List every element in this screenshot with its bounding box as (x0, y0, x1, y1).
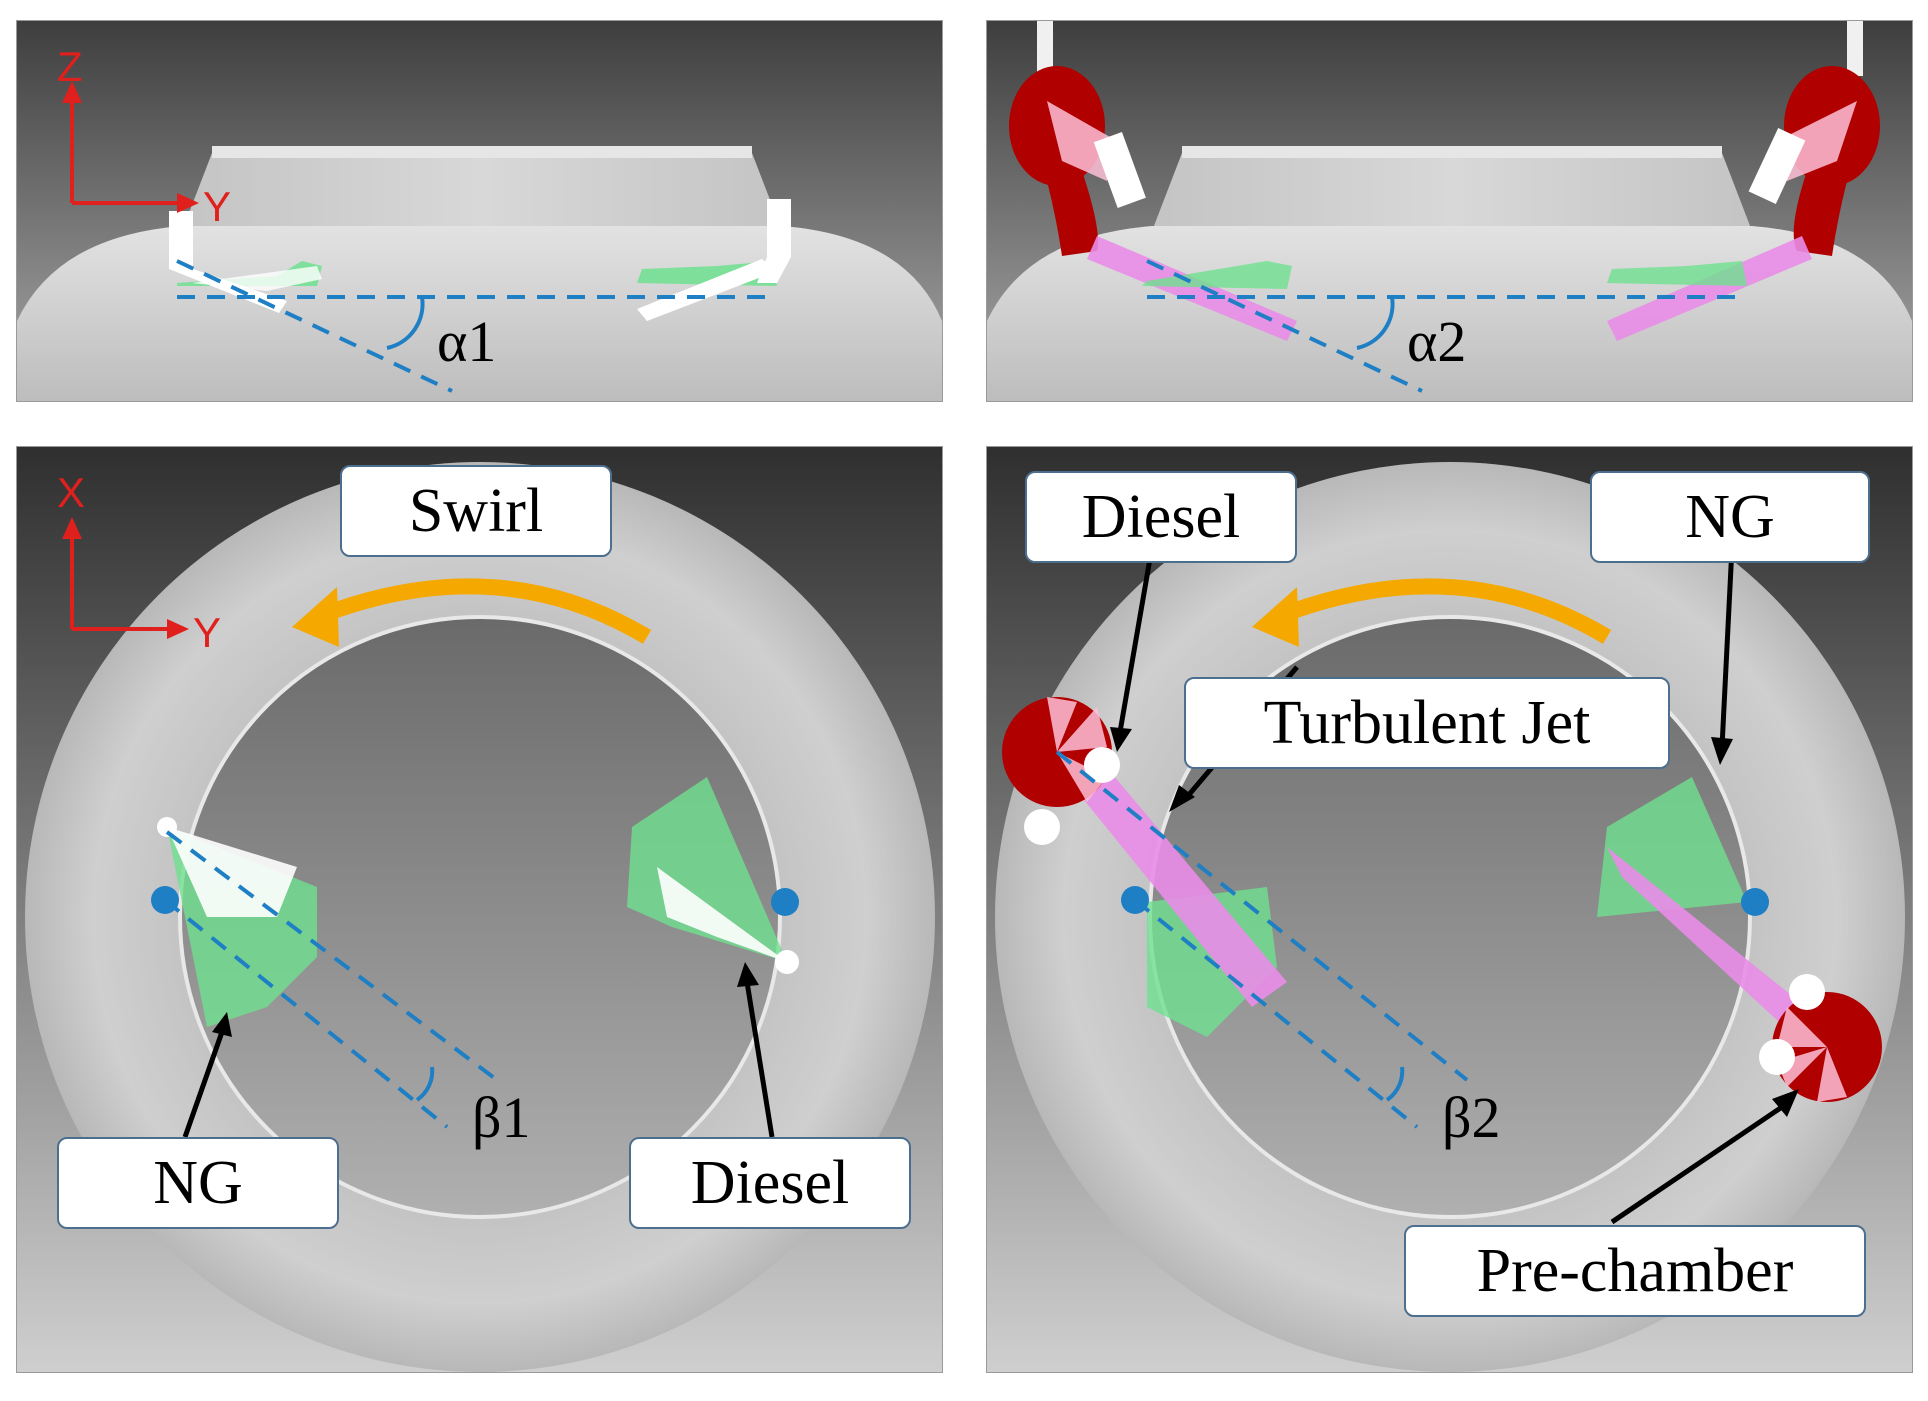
swirl-arrowhead (292, 587, 339, 647)
prechamber-callout: Pre-chamber (1404, 1225, 1866, 1317)
top-view-panel-diesel-ng: β1 X Y Swirl NG Diesel (16, 446, 943, 1373)
diesel-callout: Diesel (629, 1137, 911, 1229)
spray-axis-line (176, 259, 453, 393)
ng-callout: NG (57, 1137, 339, 1229)
ng-spray-left (151, 817, 317, 1027)
ng-pointer-line (182, 1031, 225, 1138)
axis-label-vertical: Z (57, 43, 83, 90)
spray-axis-line (165, 830, 499, 1082)
angle-arc (1356, 296, 1395, 350)
side-view-prechamber-graphic: α2 (987, 21, 1912, 401)
swirl-arrow (314, 578, 652, 644)
angle-arc (386, 296, 425, 350)
prechamber-pointer-line (1610, 1104, 1784, 1225)
axis-label-horizontal: Y (193, 609, 221, 656)
ng-spray-left (169, 211, 322, 313)
top-view-diesel-ng-graphic: β1 X Y (17, 447, 942, 1372)
prechamber-right (1759, 974, 1882, 1102)
ng-pointer-line (1719, 546, 1735, 748)
angle-label: β2 (1442, 1085, 1501, 1150)
swirl-callout: Swirl (340, 465, 612, 557)
prechamber-left (1009, 21, 1297, 341)
diesel-spray-right (627, 777, 799, 974)
side-view-diesel-ng-graphic: α1 Z Y (17, 21, 942, 401)
turbulent-jet-callout: Turbulent Jet (1184, 677, 1670, 769)
jet-axis-line (1146, 259, 1423, 393)
jet-axis-line (1055, 750, 1469, 1082)
axis-label-vertical: X (57, 469, 85, 516)
top-view-panel-prechamber: β2 Diesel NG Turbulent Jet Pre-chamber (986, 446, 1913, 1373)
prechamber-right (1607, 21, 1880, 341)
angle-arc (1385, 1066, 1405, 1102)
side-view-panel-diesel-ng: α1 Z Y (16, 20, 943, 402)
reference-line (163, 898, 449, 1129)
angle-label: β1 (472, 1085, 531, 1150)
coordinate-axes: Z Y (57, 43, 231, 230)
side-view-panel-prechamber: α2 (986, 20, 1913, 402)
diesel-pointer-line (1117, 546, 1155, 733)
turbulent-jet-right (1607, 847, 1837, 1057)
angle-label: α2 (1407, 309, 1466, 374)
diesel-spray-right (637, 199, 791, 321)
angle-label: α1 (437, 309, 496, 374)
swirl-arrow (1274, 578, 1612, 644)
swirl-arrowhead (1252, 587, 1299, 647)
reference-line (1133, 898, 1419, 1129)
angle-arc (415, 1066, 435, 1102)
ng-callout: NG (1590, 471, 1870, 563)
coordinate-axes: X Y (57, 469, 221, 656)
turbulent-jet-left (1037, 732, 1287, 1007)
diesel-pointer-line (744, 981, 775, 1138)
diesel-callout: Diesel (1025, 471, 1297, 563)
axis-label-horizontal: Y (203, 183, 231, 230)
ng-injector (1741, 888, 1769, 916)
